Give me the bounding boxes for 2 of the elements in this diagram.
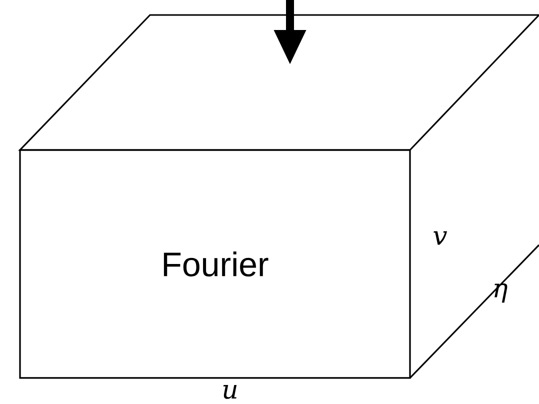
dimension-label: v [434, 231, 448, 245]
front-face: Fourier [19, 149, 411, 379]
